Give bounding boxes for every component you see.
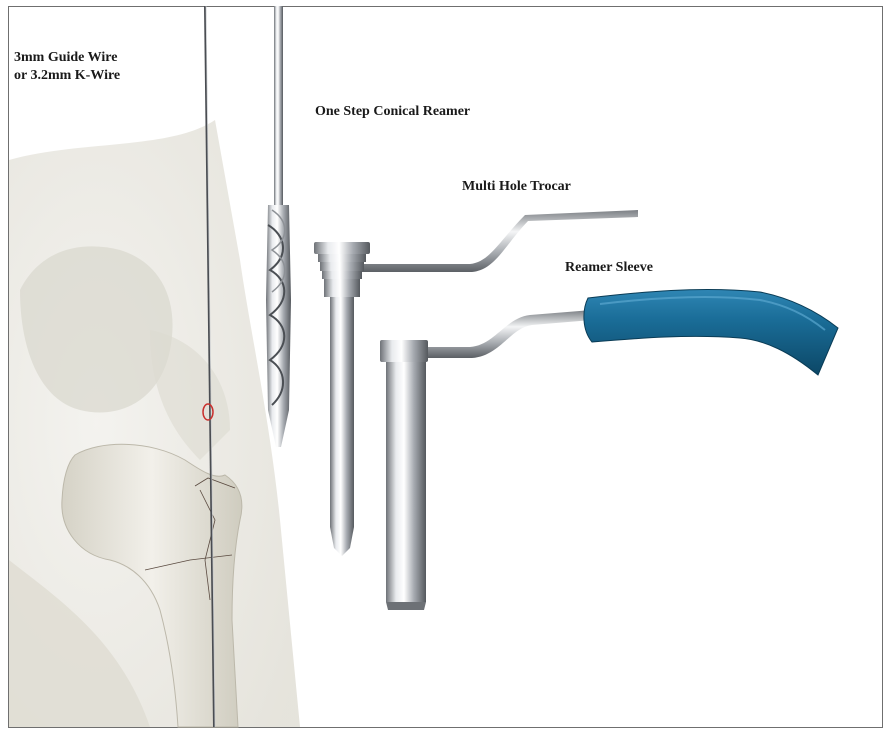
reamer-sleeve <box>380 290 838 610</box>
conical-reamer-label: One Step Conical Reamer <box>315 103 470 121</box>
multi-hole-trocar-label: Multi Hole Trocar <box>462 178 571 196</box>
pelvis-shape <box>9 120 300 727</box>
conical-reamer <box>266 6 291 447</box>
guide-wire-label-line2: or 3.2mm K-Wire <box>14 67 120 85</box>
reamer-sleeve-label: Reamer Sleeve <box>565 259 653 277</box>
guide-wire-label-line1: 3mm Guide Wire <box>14 49 120 67</box>
guide-wire-label: 3mm Guide Wire or 3.2mm K-Wire <box>14 49 120 85</box>
